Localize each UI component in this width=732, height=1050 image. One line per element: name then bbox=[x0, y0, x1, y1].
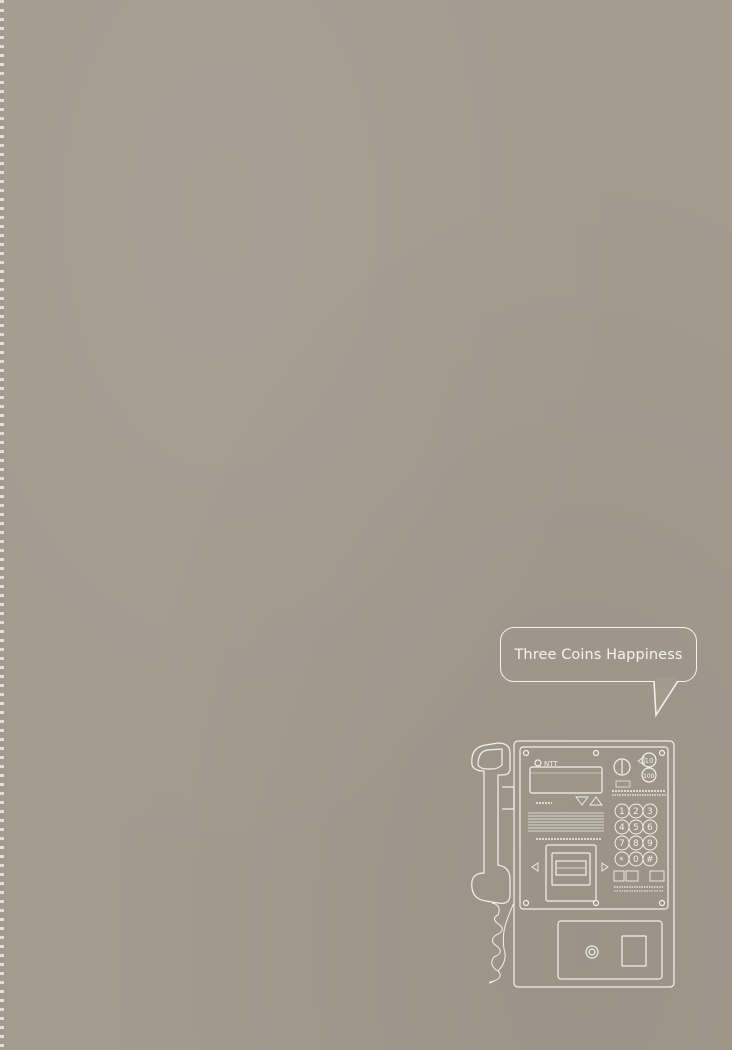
key-8: 8 bbox=[633, 839, 639, 849]
key-star: * bbox=[619, 856, 624, 866]
key-4: 4 bbox=[619, 823, 625, 833]
speech-bubble: Three Coins Happiness bbox=[500, 627, 697, 682]
brand-label: NTT bbox=[544, 760, 558, 768]
coin-slot bbox=[613, 758, 631, 776]
page-edge bbox=[0, 0, 4, 1050]
speaker-grille bbox=[528, 812, 604, 832]
key-3: 3 bbox=[647, 807, 653, 817]
key-2: 2 bbox=[633, 807, 639, 817]
phone-display bbox=[529, 766, 603, 794]
key-7: 7 bbox=[619, 839, 625, 849]
card-slot bbox=[545, 844, 597, 902]
key-5: 5 bbox=[633, 823, 639, 833]
key-6: 6 bbox=[647, 823, 653, 833]
payphone-body bbox=[513, 740, 675, 988]
coin-return-panel bbox=[557, 920, 663, 980]
keypad: 1 2 3 4 5 6 7 8 9 * 0 # bbox=[614, 803, 658, 867]
key-hash: # bbox=[646, 855, 654, 865]
coiled-cord bbox=[488, 902, 515, 984]
coin-label-10: 10 bbox=[645, 757, 654, 765]
key-1: 1 bbox=[619, 807, 625, 817]
speech-bubble-tail bbox=[653, 677, 679, 718]
payphone-icon: NTT 10 100 bbox=[471, 740, 675, 988]
speech-bubble-text: Three Coins Happiness bbox=[514, 646, 683, 663]
coin-label-100: 100 bbox=[643, 773, 655, 780]
handset bbox=[471, 742, 515, 904]
coin-return-door bbox=[621, 935, 647, 967]
key-0: 0 bbox=[633, 855, 639, 865]
key-9: 9 bbox=[647, 839, 653, 849]
